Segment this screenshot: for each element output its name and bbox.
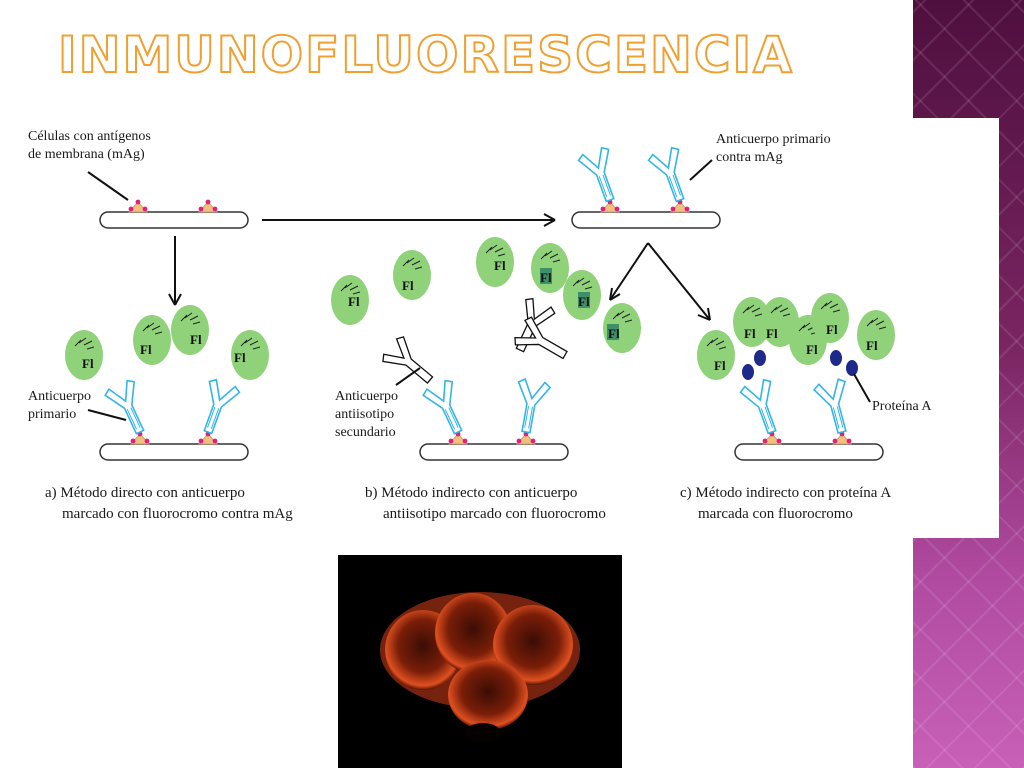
antibody-icon <box>509 377 552 436</box>
antigen-icon <box>448 431 468 445</box>
antibody-icon <box>738 376 788 439</box>
label-secondary-line3: secundario <box>335 425 396 440</box>
fluorochrome-group-a: Fl Fl Fl Fl <box>64 304 270 381</box>
secondary-antibodies-b <box>379 295 574 393</box>
fluorochrome-group-c: Fl Fl Fl Fl Fl Fl <box>696 292 896 381</box>
pointer-line <box>395 367 421 386</box>
antigen-icon <box>670 199 690 213</box>
pointer-line <box>853 373 871 403</box>
fl-label: Fl <box>402 278 414 293</box>
antigen-icon <box>516 431 536 445</box>
fl-label: Fl <box>494 258 506 273</box>
antibody-icon <box>192 376 242 439</box>
label-primary-a-line1: Anticuerpo <box>28 389 91 404</box>
pointer-line <box>87 409 127 421</box>
pointer-line <box>87 171 129 201</box>
fl-label: Fl <box>608 326 620 341</box>
caption-c-line1: c) Método indirecto con proteína A <box>680 485 891 501</box>
fl-label: Fl <box>190 332 202 347</box>
fl-label: Fl <box>578 294 590 309</box>
arrow-line <box>609 242 649 301</box>
fl-label: Fl <box>806 342 818 357</box>
fl-label: Fl <box>826 322 838 337</box>
arrowhead-icon <box>543 213 556 227</box>
cell-membrane-b <box>419 443 569 461</box>
label-primary-ab-line2: contra mAg <box>716 150 782 165</box>
caption-a-line1: a) Método directo con anticuerpo <box>45 485 245 501</box>
antigen-icon <box>762 431 782 445</box>
label-cells-line1: Células con antígenos <box>28 129 151 144</box>
fl-label: Fl <box>540 270 552 285</box>
label-protein-a: Proteína A <box>872 399 932 414</box>
fluorescence-micrograph <box>338 555 622 768</box>
antigen-icon <box>198 199 218 213</box>
antibody-icon <box>576 144 626 207</box>
antigen-icon <box>130 431 150 445</box>
arrowhead-icon <box>168 293 182 306</box>
antibody-icon <box>420 377 474 440</box>
arrowhead-icon <box>609 287 621 301</box>
fl-label: Fl <box>348 294 360 309</box>
fluorochrome-group-b: Fl Fl Fl Fl Fl Fl <box>330 236 642 354</box>
caption-a-line2: marcado con fluorocromo contra mAg <box>62 506 293 522</box>
antibody-icon <box>812 376 859 437</box>
arrow-line <box>647 242 711 321</box>
cell-membrane-top-right <box>571 211 721 229</box>
antigen-icon <box>128 199 148 213</box>
cell-membrane-c <box>734 443 884 461</box>
antigen-icon <box>198 431 218 445</box>
fl-label: Fl <box>714 358 726 373</box>
label-primary-a-line2: primario <box>28 407 76 422</box>
immunofluorescence-diagram: Células con antígenos de membrana (mAg) … <box>28 129 932 522</box>
antigen-icon <box>832 431 852 445</box>
cell-membrane-a <box>99 443 249 461</box>
label-primary-ab-line1: Anticuerpo primario <box>716 132 831 147</box>
antigen-icon <box>600 199 620 213</box>
fl-label: Fl <box>744 326 756 341</box>
label-cells-line2: de membrana (mAg) <box>28 147 145 162</box>
cell-membrane-top-left <box>99 211 249 229</box>
fl-label: Fl <box>766 326 778 341</box>
slide-title: INMUNOFLUORESCENCIA <box>57 26 794 84</box>
label-secondary-line2: antiisotipo <box>335 407 394 422</box>
fl-label: Fl <box>866 338 878 353</box>
arrowhead-icon <box>697 307 711 321</box>
antibody-icon <box>102 377 156 440</box>
fl-label: Fl <box>82 356 94 371</box>
antibody-icon <box>646 144 696 207</box>
fl-label: Fl <box>140 342 152 357</box>
pointer-line <box>689 159 713 181</box>
caption-b-line1: b) Método indirecto con anticuerpo <box>365 485 577 501</box>
label-secondary-line1: Anticuerpo <box>335 389 398 404</box>
caption-c-line2: marcada con fluorocromo <box>698 506 853 522</box>
fl-label: Fl <box>234 350 246 365</box>
caption-b-line2: antiisotipo marcado con fluorocromo <box>383 506 606 522</box>
protein-a-group <box>742 350 858 380</box>
